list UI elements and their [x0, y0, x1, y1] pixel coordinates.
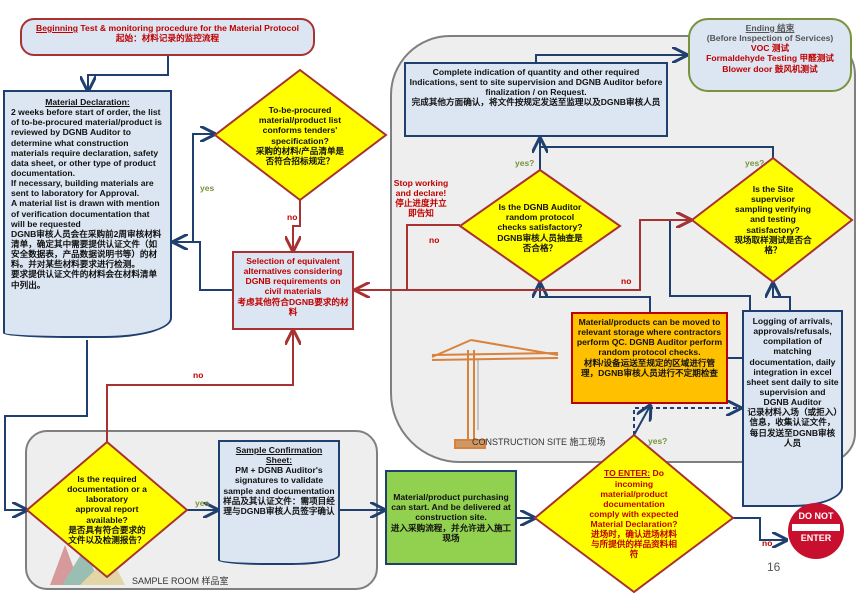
- start-box: Beginning Test & monitoring procedure fo…: [20, 18, 315, 56]
- decision-spec-text: To-be-procured material/product list con…: [255, 88, 345, 183]
- no-label: no: [429, 235, 440, 245]
- logging-box: Logging of arrivals, approvals/refusals,…: [742, 310, 843, 507]
- yes-label: yes?: [745, 158, 765, 168]
- ending-item: Formaldehyde Testing 甲醛测试: [706, 53, 834, 64]
- md-line: 要求提供认证文件的材料会在材料清单中列出。: [11, 269, 158, 290]
- sample-sheet-box: Sample Confirmation Sheet: PM + DGNB Aud…: [218, 440, 340, 565]
- material-declaration-heading: Material Declaration:: [45, 97, 130, 107]
- decision-enter-text: TO ENTER: Do incoming material/product d…: [589, 455, 679, 573]
- no-label: no: [287, 212, 298, 222]
- complete-en: Complete indication of quantity and othe…: [409, 67, 663, 98]
- start-title: Test & monitoring procedure for the Mate…: [78, 23, 299, 33]
- md-line: DGNB审核人员会在采购前2周审核材料清单，确定其中需要提供认证文件（如安全数据…: [11, 228, 162, 270]
- logging-cn: 记录材料入场（或拒入）信息，收集认证文件，每日发送至DGNB审核人员: [747, 407, 838, 448]
- material-declaration-box: Material Declaration: 2 weeks before sta…: [3, 90, 172, 338]
- sign-line2: ENTER: [800, 532, 832, 543]
- md-line: If necessary, building materials are sen…: [11, 178, 154, 199]
- decision-auditor-cn: DGNB审核人员抽查是否合格？: [497, 232, 583, 253]
- sample-sheet-heading: Sample Confirmation Sheet:: [235, 445, 323, 466]
- no-label: no: [193, 370, 204, 380]
- complete-cn: 完成其他方面确认，将文件按规定发送至监理以及DGNB审核人员: [411, 97, 661, 108]
- ending-box: Ending 结束 (Before Inspection of Services…: [688, 18, 852, 92]
- stop-cn: 停止进度并立即告知: [395, 198, 447, 219]
- ending-subtitle: (Before Inspection of Services): [706, 33, 834, 44]
- selection-box: Selection of equivalent alternatives con…: [232, 251, 354, 330]
- complete-indication-box: Complete indication of quantity and othe…: [404, 62, 668, 137]
- start-prefix: Beginning: [36, 23, 79, 33]
- md-line: A material list is drawn with mention of…: [11, 198, 160, 229]
- page-number: 16: [767, 560, 781, 574]
- start-title-cn: 起始：材料记录的监控流程: [115, 33, 220, 44]
- sign-line1: DO NOT: [798, 511, 834, 521]
- decision-enter-cn: 进场时，确认进场材料与所提供的样品资料相符: [591, 529, 677, 560]
- decision-enter-prefix: TO ENTER:: [604, 468, 651, 479]
- md-line: 2 weeks before start of order, the list …: [11, 107, 162, 178]
- decision-site-text: Is the Site supervisor sampling verifyin…: [733, 172, 813, 267]
- storage-en: Material/products can be moved to releva…: [576, 317, 723, 358]
- sample-sheet-cn: 样品及其认证文件：需项目经理与DGNB审核人员签字确认: [223, 495, 335, 516]
- decision-docs-text: Is the required documentation or a labor…: [67, 462, 147, 557]
- decision-spec-en: To-be-procured material/product list con…: [258, 105, 342, 146]
- stop-text: Stop working and declare! 停止进度并立即告知: [393, 178, 449, 219]
- decision-site-cn: 现场取样测试是否合格？: [734, 234, 812, 255]
- purchasing-box: Material/product purchasing can start. A…: [385, 470, 517, 565]
- decision-docs-en: Is the required documentation or a labor…: [67, 474, 147, 525]
- stop-en: Stop working and declare!: [393, 178, 449, 199]
- logging-en: Logging of arrivals, approvals/refusals,…: [746, 316, 839, 408]
- purchasing-cn: 进入采购流程，并允许进入施工现场: [390, 522, 512, 543]
- do-not-enter-sign: DO NOT ENTER: [788, 503, 844, 559]
- no-label: no: [762, 538, 773, 548]
- yes-label: yes?: [515, 158, 535, 168]
- decision-auditor-en: Is the DGNB Auditor random protocol chec…: [497, 202, 583, 233]
- ending-item: Blower door 鼓风机测试: [722, 63, 818, 74]
- construction-site-label: CONSTRUCTION SITE 施工现场: [472, 437, 606, 447]
- storage-box: Material/products can be moved to releva…: [571, 312, 728, 404]
- yes-label: yes?: [648, 436, 668, 446]
- ending-item: VOC 测试: [750, 43, 790, 54]
- decision-docs-cn: 是否具有符合要求的文件以及检测报告？: [68, 524, 146, 545]
- selection-cn: 考虑其他符合DGNB要求的材料: [237, 296, 349, 317]
- purchasing-en: Material/product purchasing can start. A…: [391, 492, 511, 523]
- decision-enter-en: Do incoming material/product documentati…: [589, 468, 679, 530]
- ending-title: Ending 结束: [745, 23, 795, 33]
- sample-room-label: SAMPLE ROOM 样品室: [132, 576, 229, 586]
- selection-en: Selection of equivalent alternatives con…: [243, 256, 343, 297]
- no-label: no: [621, 276, 632, 286]
- storage-cn: 材料/设备运送至规定的区域进行管理，DGNB审核人员进行不定期检查: [580, 357, 719, 378]
- yes-label: yes: [195, 498, 210, 508]
- decision-auditor-text: Is the DGNB Auditor random protocol chec…: [495, 190, 585, 265]
- sample-sheet-en: PM + DGNB Auditor's signatures to valida…: [223, 465, 335, 496]
- decision-spec-cn: 采购的材料/产品清单是否符合招标规定？: [255, 145, 345, 166]
- decision-site-en: Is the Site supervisor sampling verifyin…: [735, 184, 811, 235]
- yes-label: yes: [200, 183, 215, 193]
